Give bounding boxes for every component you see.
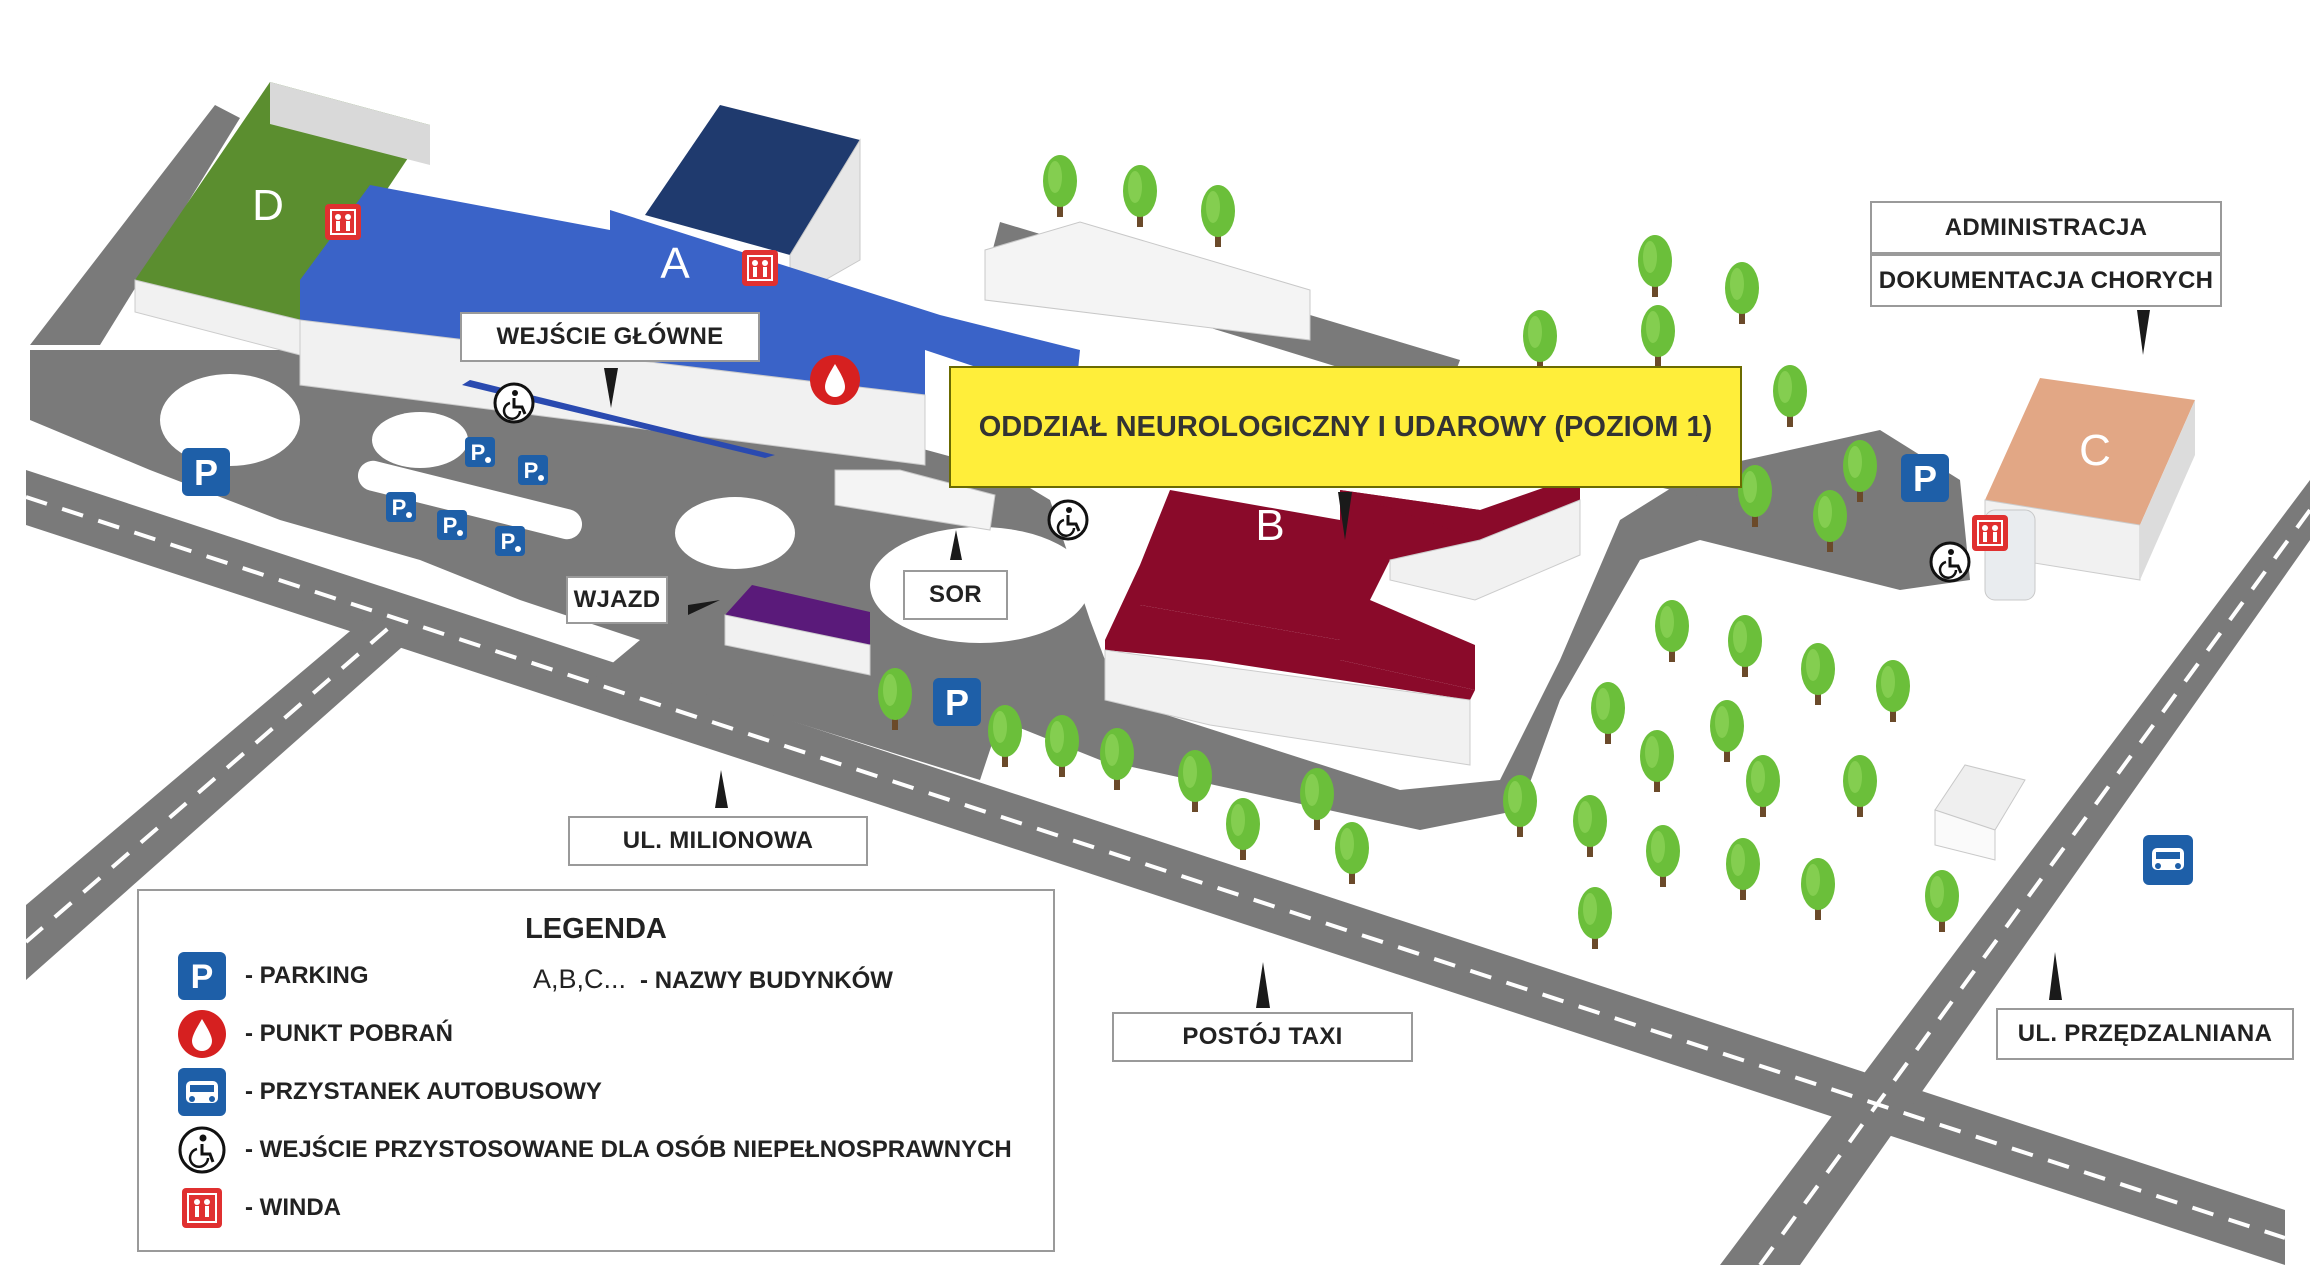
main-entrance-label: WEJŚCIE GŁÓWNE <box>460 312 760 362</box>
legend: LEGENDA A,B,C... - NAZWY BUDYNKÓW P - PAR… <box>137 889 1055 1252</box>
legend-row-blood: - PUNKT POBRAŃ <box>177 1009 453 1059</box>
legend-blood-text: - PUNKT POBRAŃ <box>245 1020 453 1047</box>
building-c: C <box>1984 378 2195 601</box>
street-przedzalniana-label: UL. PRZĘDZALNIANA <box>1996 1008 2294 1060</box>
legend-title: LEGENDA <box>525 913 667 945</box>
legend-row-bus: - PRZYSTANEK AUTOBUSOWY <box>177 1067 602 1117</box>
legend-elevator-text: - WINDA <box>245 1194 341 1221</box>
legend-row-parking: P - PARKING <box>177 951 369 1001</box>
building-a-tower <box>645 105 861 301</box>
taxi-stand-label: POSTÓJ TAXI <box>1112 1012 1413 1062</box>
sor-label: SOR <box>903 570 1008 620</box>
street-milionowa-label: UL. MILIONOWA <box>568 816 868 866</box>
building-d-label: D <box>252 181 284 230</box>
building-b-label: B <box>1255 501 1284 550</box>
building-a-label: A <box>660 239 690 288</box>
legend-row-accessible: - WEJŚCIE PRZYSTOSOWANE DLA OSÓB NIEPEŁN… <box>177 1125 1012 1175</box>
blood-drop-icon <box>178 1010 226 1058</box>
building-c-label: C <box>2079 426 2111 475</box>
records-label: DOKUMENTACJA CHORYCH <box>1870 254 2222 307</box>
neurology-ward-highlight: ODDZIAŁ NEUROLOGICZNY I UDAROWY (POZIOM … <box>949 366 1742 488</box>
legend-building-names-text: - NAZWY BUDYNKÓW <box>640 967 893 994</box>
label-pointers <box>604 310 2150 1008</box>
legend-building-names: A,B,C... - NAZWY BUDYNKÓW <box>533 964 893 995</box>
building-d: D <box>134 82 430 356</box>
bus-stop-icon <box>2143 835 2193 885</box>
legend-building-names-sample: A,B,C... <box>533 964 627 994</box>
road-markings <box>24 495 2312 1267</box>
legend-parking-text: - PARKING <box>245 962 369 989</box>
legend-accessible-text: - WEJŚCIE PRZYSTOSOWANE DLA OSÓB NIEPEŁN… <box>245 1136 1012 1163</box>
wheelchair-icon <box>178 1126 226 1174</box>
administration-label: ADMINISTRACJA <box>1870 201 2222 254</box>
small-building <box>1934 764 2026 861</box>
parking-icon-letter: P <box>191 958 214 996</box>
bus-stop-icon <box>178 1068 226 1116</box>
entry-label: WJAZD <box>566 576 668 624</box>
parking-icon: P <box>178 952 226 1000</box>
legend-row-elevator: - WINDA <box>177 1183 341 1233</box>
legend-bus-text: - PRZYSTANEK AUTOBUSOWY <box>245 1078 602 1105</box>
building-b: B <box>1104 475 1581 766</box>
blood-drop-icon <box>810 355 860 405</box>
elevator-icon <box>182 1188 222 1228</box>
purple-building <box>724 585 871 676</box>
